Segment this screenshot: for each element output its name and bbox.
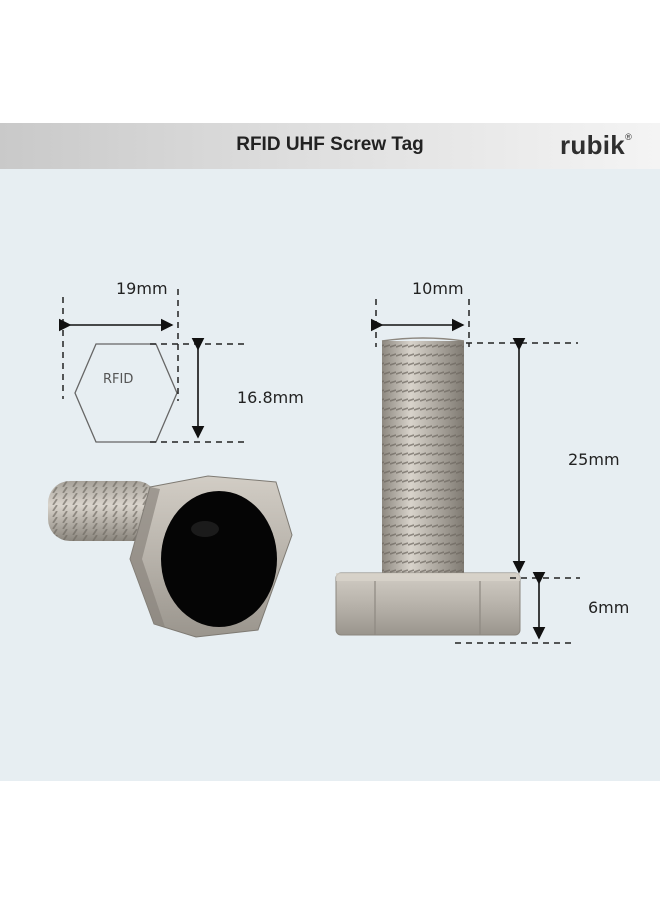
diameter-label: 10mm [412, 279, 464, 298]
hex-rfid-label: RFID [103, 372, 134, 387]
head-height-label: 6mm [588, 598, 630, 617]
hex-top-view [58, 289, 248, 443]
thread-length-label: 25mm [568, 450, 620, 469]
hex-width-label: 19mm [116, 279, 168, 298]
product-diagram-panel: 19mm RFID 16.8mm 10mm 25mm 6mm [0, 169, 660, 781]
page-title: RFID UHF Screw Tag [236, 134, 424, 155]
dimension-diagram [48, 289, 580, 644]
hex-height-label: 16.8mm [237, 388, 304, 407]
screw-side-view [335, 299, 580, 644]
registered-mark: ® [625, 132, 632, 143]
header-banner: RFID UHF Screw Tag rubik® [0, 123, 660, 169]
brand-logo: rubik® [560, 130, 632, 161]
rfid-tag-face [161, 491, 277, 627]
screw-perspective-photo [48, 475, 293, 638]
logo-text: rubik [559, 130, 626, 160]
hex-outline [74, 343, 178, 443]
